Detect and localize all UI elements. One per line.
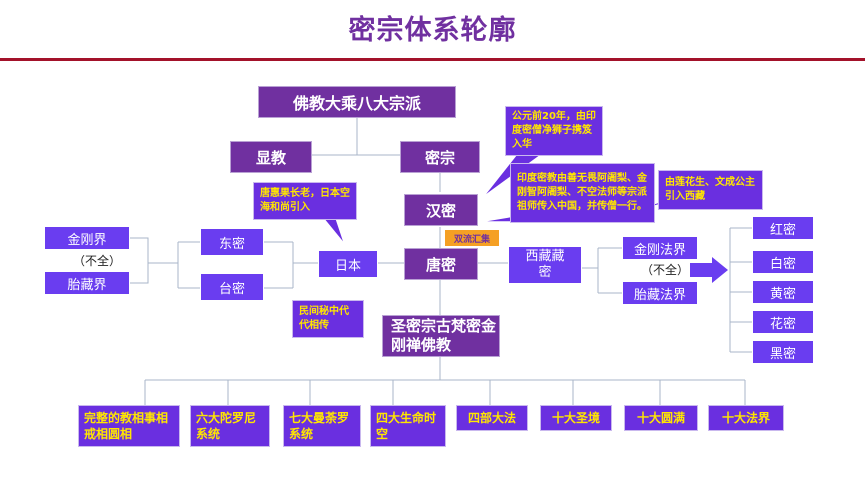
- bottom-item-8: 十大法界: [708, 405, 784, 431]
- taizangjie-left-box: 胎藏界: [44, 271, 130, 295]
- bottom-item-2: 六大陀罗尼系统: [190, 405, 270, 447]
- hanmi-box: 汉密: [404, 194, 478, 226]
- bottom-item-5: 四部大法: [456, 405, 528, 431]
- note-yindu: 印度密教由善无畏阿阇梨、金刚智阿阇梨、不空法师等宗派祖师传入中国，并传僧一行。: [510, 163, 655, 223]
- color-item-white: 白密: [752, 250, 814, 274]
- bottom-item-1: 完整的教相事相戒相圆相: [78, 405, 180, 447]
- root-box: 佛教大乘八大宗派: [258, 86, 456, 118]
- page-title: 密宗体系轮廓: [348, 15, 517, 46]
- color-item-flower: 花密: [752, 310, 814, 334]
- shengmi-box: 圣密宗古梵密金刚禅佛教: [382, 315, 500, 357]
- note-huiguo: 唐惠果长老，日本空海和尚引入: [253, 182, 357, 220]
- mizong-box: 密宗: [400, 141, 480, 173]
- arrow-right-icon: [690, 257, 728, 283]
- jingangfajie-box: 金刚法界: [622, 236, 698, 260]
- bottom-item-6: 十大圣境: [540, 405, 612, 431]
- jingangjie-left-box: 金刚界: [44, 226, 130, 250]
- taizangfajie-box: 胎藏法界: [622, 281, 698, 305]
- color-item-red: 红密: [752, 216, 814, 240]
- color-item-black: 黑密: [752, 340, 814, 364]
- note-lianhua: 由莲花生、文成公主引入西藏: [658, 170, 763, 210]
- color-item-yellow: 黄密: [752, 280, 814, 304]
- note-minjian: 民间秘中代代相传: [292, 300, 364, 338]
- xizang-box: 西藏藏密: [508, 246, 582, 284]
- shuangliu-label: 双流汇集: [444, 229, 500, 247]
- tangmi-box: 唐密: [404, 248, 478, 280]
- buquan-left-label: （不全）: [72, 253, 121, 268]
- title-divider: [0, 58, 865, 61]
- xianjiao-box: 显教: [230, 141, 312, 173]
- riben-box: 日本: [318, 250, 378, 278]
- buquan-right-label: （不全）: [640, 262, 689, 277]
- note-ad20: 公元前20年，由印度密僧净狮子携笈入华: [505, 106, 603, 156]
- dongmi-box: 东密: [200, 228, 264, 256]
- bottom-item-3: 七大曼荼罗系统: [283, 405, 361, 447]
- taimi-box: 台密: [200, 273, 264, 301]
- bottom-item-4: 四大生命时空: [370, 405, 446, 447]
- bottom-item-7: 十大圆满: [624, 405, 698, 431]
